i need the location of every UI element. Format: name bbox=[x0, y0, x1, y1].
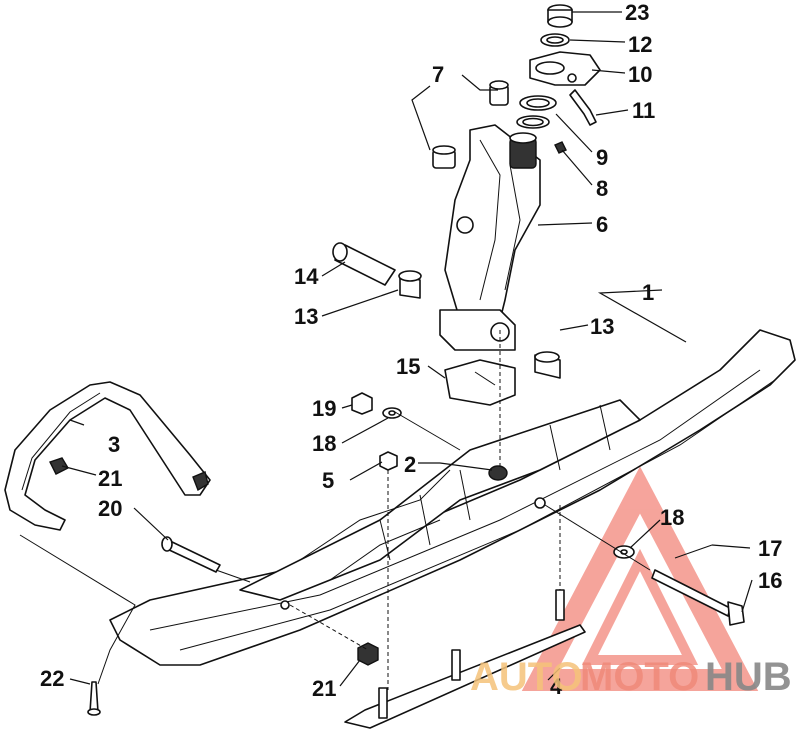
callout-5: 5 bbox=[322, 468, 334, 493]
callout-13-left: 13 bbox=[294, 304, 318, 329]
callout-2: 2 bbox=[404, 452, 416, 477]
pivot-bushing-right bbox=[534, 351, 561, 379]
pivot-bolt bbox=[651, 569, 745, 626]
callout-22: 22 bbox=[40, 666, 64, 691]
callout-1: 1 bbox=[642, 280, 654, 305]
callout-21-upper: 21 bbox=[98, 466, 122, 491]
callout-3: 3 bbox=[108, 432, 120, 457]
lock-nut-upper bbox=[351, 392, 373, 415]
thrust-washers bbox=[516, 95, 557, 129]
callout-13-right: 13 bbox=[590, 314, 614, 339]
callout-15: 15 bbox=[396, 354, 420, 379]
callout-7: 7 bbox=[432, 62, 444, 87]
ski-wear-bar bbox=[344, 589, 586, 729]
spindle bbox=[439, 124, 541, 351]
callout-8: 8 bbox=[596, 176, 608, 201]
o-ring-washer bbox=[540, 33, 570, 47]
ski-wear-block bbox=[444, 359, 516, 406]
handle-bolt bbox=[161, 536, 221, 573]
callout-labels: 23 12 10 11 7 9 8 6 14 13 1 13 15 19 18 … bbox=[40, 0, 782, 701]
callout-11: 11 bbox=[632, 98, 655, 123]
callout-18-upper: 18 bbox=[312, 431, 336, 456]
callout-12: 12 bbox=[628, 32, 652, 57]
lock-nut-lower bbox=[357, 642, 379, 666]
watermark-moto: MOTO bbox=[580, 655, 699, 699]
callout-21-lower: 21 bbox=[312, 676, 336, 701]
washer-upper bbox=[382, 407, 402, 419]
cotter-pin bbox=[674, 544, 713, 559]
watermark-text: AUTO MOTO HUB bbox=[470, 655, 792, 699]
handle-end-cap bbox=[49, 457, 69, 475]
callout-18-lower: 18 bbox=[660, 505, 684, 530]
spindle-cap bbox=[547, 4, 573, 28]
front-screw bbox=[87, 681, 101, 716]
ski-bushing bbox=[488, 465, 508, 481]
callout-23: 23 bbox=[625, 0, 649, 25]
steering-arm-clamp bbox=[529, 51, 601, 86]
callout-20: 20 bbox=[98, 496, 122, 521]
callout-9: 9 bbox=[596, 145, 608, 170]
callout-6: 6 bbox=[596, 212, 608, 237]
ski-body bbox=[109, 329, 796, 666]
callout-4: 4 bbox=[550, 674, 563, 699]
leader-lines bbox=[19, 11, 753, 690]
callout-10: 10 bbox=[628, 62, 652, 87]
watermark-auto: AUTO bbox=[470, 655, 583, 699]
watermark-hub: HUB bbox=[705, 655, 792, 699]
callout-16: 16 bbox=[758, 568, 782, 593]
pivot-pin bbox=[332, 242, 396, 286]
hex-nut bbox=[379, 451, 398, 471]
grease-fitting bbox=[554, 141, 567, 154]
callout-17: 17 bbox=[758, 536, 782, 561]
watermark-logo bbox=[521, 466, 759, 691]
clamp-bolt bbox=[569, 89, 597, 126]
pivot-bushing-left bbox=[398, 270, 422, 299]
callout-14: 14 bbox=[294, 264, 319, 289]
ski-loop-handle bbox=[4, 381, 211, 531]
callout-19: 19 bbox=[312, 396, 336, 421]
